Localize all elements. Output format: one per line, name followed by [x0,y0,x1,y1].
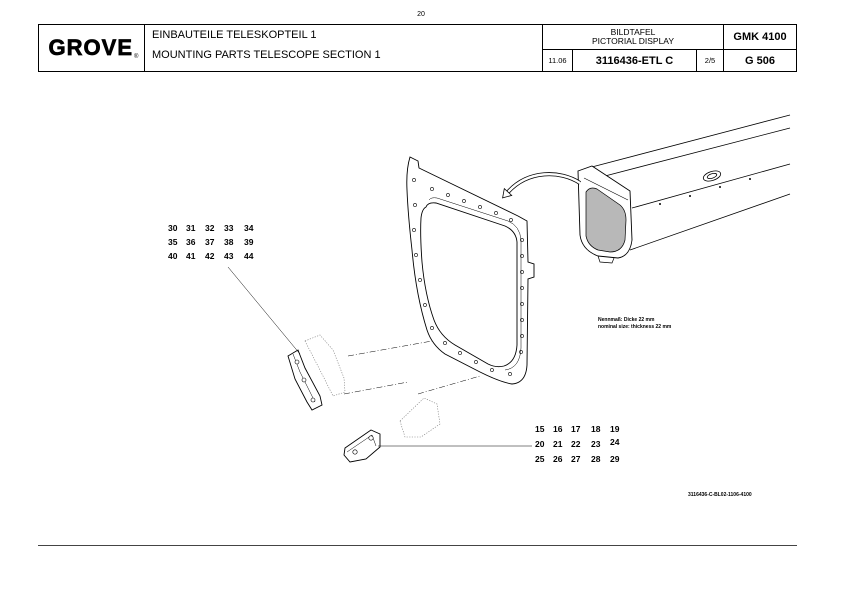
assembly-line [347,340,433,357]
boom-top-inner-edge [604,127,791,177]
callout-number: 21 [553,439,563,449]
callout-group-lower: 15 16 17 18 19 20 21 22 23 24 25 26 27 2… [535,424,620,464]
boom-top-edge [587,114,791,169]
callout-number: 19 [610,424,620,434]
leader-line-upper [227,266,301,355]
end-face-plate [585,187,627,253]
boom-oval-opening-inner [706,172,718,180]
frame-plate-inner-ledge [428,197,522,371]
assembly-line [343,381,409,395]
callout-number: 34 [244,223,254,233]
display-type-german: BILDTAFEL [610,27,656,37]
callout-number: 33 [224,223,234,233]
callout-number: 17 [571,424,581,434]
bracket-part-holes [294,359,316,403]
title-block: GROVE ® EINBAUTEILE TELESKOPTEIL 1 MOUNT… [38,24,797,72]
title-cell: EINBAUTEILE TELESKOPTEIL 1 MOUNTING PART… [145,25,543,71]
callout-number: 38 [224,237,234,247]
callout-number: 42 [205,251,215,261]
bracket-part-upper [287,334,346,411]
callout-number: 44 [244,251,254,261]
title-german: EINBAUTEILE TELESKOPTEIL 1 [152,29,317,41]
issue-date: 11.06 [543,50,573,71]
callout-number: 32 [205,223,215,233]
callout-number: 26 [553,454,563,464]
callout-number: 22 [571,439,581,449]
boom-end-face [577,165,633,264]
end-face-bottom-tab [597,255,615,264]
registered-mark: ® [134,54,139,60]
logo-cell: GROVE ® [39,25,145,71]
bracket-part-edge [346,434,377,453]
callout-number: 30 [168,223,178,233]
crane-model: GMK 4100 [724,25,796,50]
callout-number: 16 [553,424,563,434]
drawing-id: 3116436-C-BL02-1106-4100 [688,492,752,498]
boom-bolts [659,178,751,205]
end-face-top-flange [583,177,629,201]
grove-logo: GROVE [48,35,134,60]
display-type-cell: BILDTAFEL PICTORIAL DISPLAY [543,25,724,50]
callout-group-upper: 30 31 32 33 34 35 36 37 38 39 40 41 42 4… [168,223,254,261]
callout-number: 39 [244,237,254,247]
callout-number: 35 [168,237,178,247]
sheet-number: 2/5 [697,50,724,71]
bottom-rule [38,545,797,546]
boom-bottom-edge [629,193,791,251]
callout-number: 36 [186,237,196,247]
callout-number: 18 [591,424,601,434]
boom-oval-opening [702,170,722,182]
callout-number: 37 [205,237,215,247]
arrow-body-fill [507,173,581,193]
callout-number: 20 [535,439,545,449]
frame-plate-opening [420,202,518,368]
thickness-note-english: nominal size: thickness 22 mm [598,324,672,330]
frame-plate-bolt-holes [412,178,524,376]
display-type-english: PICTORIAL DISPLAY [591,36,675,46]
callout-number: 41 [186,251,196,261]
document-number: 3116436-ETL C [573,50,697,71]
arrow-head [502,187,513,199]
callout-number: 28 [591,454,601,464]
callout-number: 31 [186,223,196,233]
bracket-part-edge [292,353,316,403]
page-number: 20 [417,11,425,18]
thickness-note-german: Nennmaß: Dicke 22 mm [598,317,655,323]
callout-number: 29 [610,454,620,464]
frame-plate [406,156,535,385]
assembly-lines [343,340,481,395]
callout-number: 40 [168,251,178,261]
callout-number: 15 [535,424,545,434]
group-number: G 506 [745,54,775,67]
callout-number: 24 [610,437,620,447]
title-english: MOUNTING PARTS TELESCOPE SECTION 1 [152,49,381,61]
installation-arrow [502,172,582,199]
bracket-part-holes [352,435,374,455]
bracket-part-lower [343,397,441,463]
bracket-part-ghost [304,334,346,397]
boom-lower-edge [631,163,791,209]
callout-number: 43 [224,251,234,261]
assembly-line [417,375,481,395]
bracket-part-body [343,429,381,463]
telescope-boom [587,114,791,251]
callout-number: 23 [591,439,601,449]
callout-number: 25 [535,454,545,464]
callout-number: 27 [571,454,581,464]
bracket-part-ghost [399,397,441,438]
